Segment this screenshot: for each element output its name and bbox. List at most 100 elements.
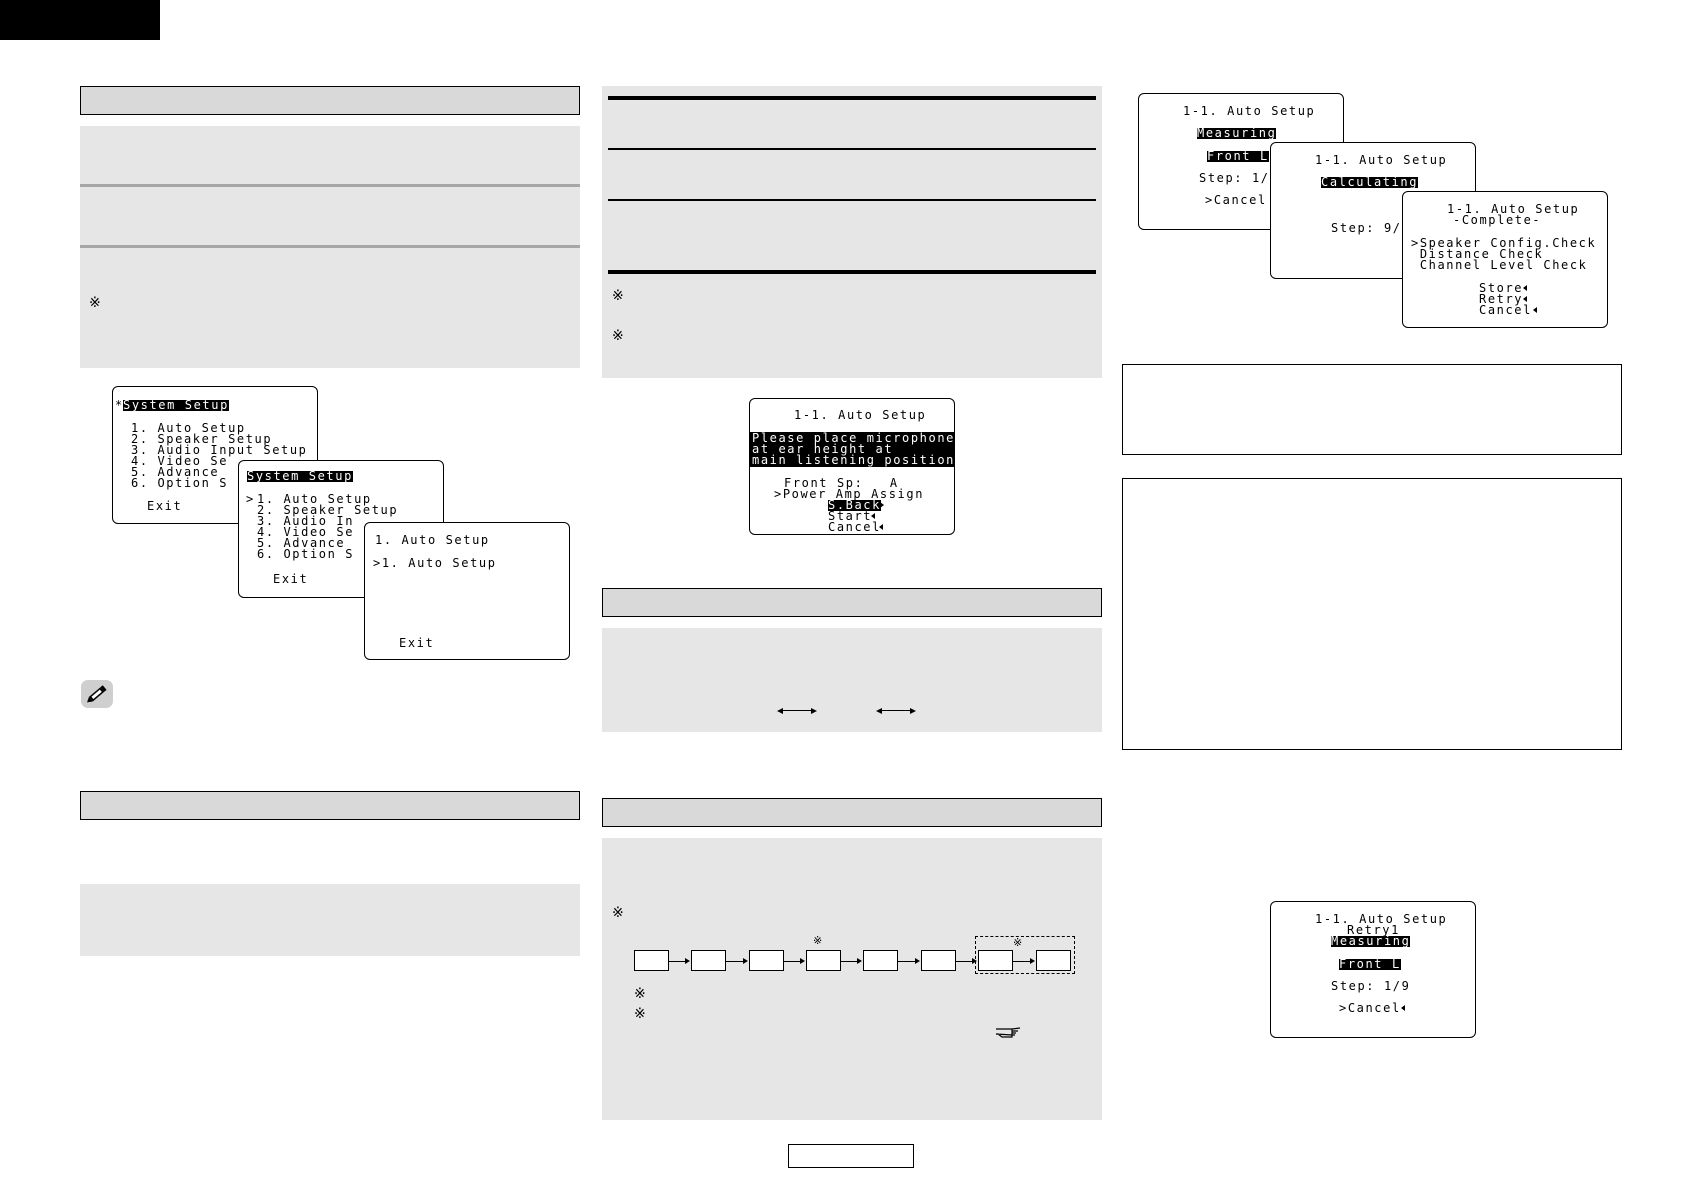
triangle-left-icon xyxy=(1401,1005,1405,1011)
note-mark: ※ xyxy=(813,934,823,947)
osd-retry: Retry xyxy=(1479,292,1524,306)
note-mark: ※ xyxy=(634,986,646,1002)
osd-system-setup-1: * System Setup 1. Auto Setup 2. Speaker … xyxy=(112,386,318,524)
section-header-left-2 xyxy=(80,791,580,820)
section-header-mid-2 xyxy=(602,798,1102,827)
triangle-left-icon xyxy=(1533,307,1537,313)
osd-step: Step: 9/9 xyxy=(1331,221,1411,235)
osd-exit: Exit xyxy=(399,636,435,650)
flow-arrow xyxy=(784,958,806,964)
osd-cursor: > xyxy=(246,492,255,506)
osd-message-line: at ear height at xyxy=(752,442,894,456)
double-arrow-icon xyxy=(876,707,916,715)
flow-step-box xyxy=(749,950,784,971)
note-mark: ※ xyxy=(1013,936,1023,949)
osd-cancel: >Cancel xyxy=(1205,193,1267,207)
osd-cancel: Cancel xyxy=(828,520,881,534)
osd-menu-item: 6. Option S xyxy=(257,547,355,561)
osd-title: System Setup xyxy=(247,469,353,483)
osd-menu-item: Distance Check xyxy=(1411,247,1544,261)
osd-menu-item: >1. Auto Setup xyxy=(373,556,497,570)
note-mark: ※ xyxy=(612,328,624,344)
page-corner-tab xyxy=(0,0,160,40)
osd-front-sp: Front Sp: A xyxy=(784,476,899,490)
instruction-panel-mid-1 xyxy=(602,86,1102,378)
flow-step-box xyxy=(863,950,898,971)
pencil-icon xyxy=(81,680,113,708)
osd-retry: 1-1. Auto Setup Retry1 Measuring Front L… xyxy=(1270,901,1476,1038)
flow-arrow xyxy=(726,958,749,964)
flow-arrow xyxy=(841,958,863,964)
note-mark: ※ xyxy=(612,905,624,921)
osd-menu-item: 3. Audio In xyxy=(257,514,355,528)
triangle-left-icon xyxy=(879,524,883,530)
table-rule xyxy=(608,270,1096,274)
osd-exit: Exit xyxy=(147,499,183,513)
note-mark: ※ xyxy=(634,1006,646,1022)
flow-arrow xyxy=(669,958,691,964)
osd-message-line: main listening position xyxy=(752,453,955,467)
osd-step: Step: 1/9 xyxy=(1199,171,1279,185)
triangle-left-icon xyxy=(1523,285,1527,291)
osd-title: 1. Auto Setup xyxy=(375,533,490,547)
osd-title: 1-1. Auto Setup xyxy=(1315,912,1448,926)
osd-menu-item: 4. Video Se xyxy=(257,525,355,539)
osd-title: 1-1. Auto Setup xyxy=(794,408,927,422)
triangle-left-icon xyxy=(871,513,875,519)
osd-menu-item: 1. Auto Setup xyxy=(257,492,372,506)
page-number-box xyxy=(788,1144,914,1168)
osd-title: 1-1. Auto Setup xyxy=(1315,153,1448,167)
flow-arrow xyxy=(898,958,921,964)
osd-subtitle: -Complete- xyxy=(1453,213,1542,227)
optional-steps-frame xyxy=(975,936,1075,974)
osd-menu-item: 1. Auto Setup xyxy=(131,421,246,435)
triangle-left-icon xyxy=(1523,296,1527,302)
osd-channel: Front L xyxy=(1207,149,1269,163)
osd-menu-item: 2. Speaker Setup xyxy=(257,503,399,517)
osd-subtitle: Retry1 xyxy=(1347,923,1400,937)
osd-power-amp: >Power Amp Assign xyxy=(774,487,925,501)
osd-title: System Setup xyxy=(123,398,229,412)
flow-step-box xyxy=(1036,950,1071,971)
table-rule xyxy=(608,148,1096,150)
note-mark: ※ xyxy=(612,288,624,304)
note-mark: ※ xyxy=(89,295,101,311)
divider xyxy=(80,184,580,187)
table-rule xyxy=(608,199,1096,201)
table-rule xyxy=(608,96,1096,100)
flow-step-box xyxy=(634,950,669,971)
instruction-panel-mid-2 xyxy=(602,628,1102,732)
osd-message-line: Please place microphone xyxy=(752,431,955,445)
flow-step-box xyxy=(921,950,956,971)
info-frame-right-1 xyxy=(1122,364,1622,455)
osd-auto-setup-menu: 1. Auto Setup >1. Auto Setup Exit xyxy=(364,522,570,660)
osd-step: Step: 1/9 xyxy=(1331,979,1411,993)
osd-status: Measuring xyxy=(1331,934,1411,948)
osd-measuring: 1-1. Auto Setup Measuring Front L Step: … xyxy=(1138,93,1344,230)
osd-status: Measuring xyxy=(1197,126,1277,140)
osd-sback: S.Back xyxy=(828,498,881,512)
osd-menu-item: Channel Level Check xyxy=(1411,258,1588,272)
osd-menu-item: 2. Speaker Setup xyxy=(131,432,273,446)
triangle-right-icon xyxy=(880,502,884,508)
info-frame-right-2 xyxy=(1122,478,1622,750)
osd-menu-item: 3. Audio Input Setup xyxy=(131,443,308,457)
osd-menu-item: 5. Advance xyxy=(131,465,220,479)
osd-cancel: >Cancel xyxy=(1339,1001,1401,1015)
osd-exit: Exit xyxy=(273,572,309,586)
divider xyxy=(80,245,580,248)
osd-status: Calculating xyxy=(1321,175,1419,189)
osd-cancel: Cancel xyxy=(1479,303,1532,317)
section-header-left-1 xyxy=(80,86,580,115)
osd-menu-item: 5. Advance xyxy=(257,536,346,550)
osd-store: Store xyxy=(1479,281,1524,295)
osd-complete: 1-1. Auto Setup -Complete- >Speaker Conf… xyxy=(1402,191,1608,328)
osd-menu-item: 6. Option S xyxy=(131,476,229,490)
osd-menu-item: >Speaker Config.Check xyxy=(1411,236,1597,250)
instruction-panel-mid-3 xyxy=(602,838,1102,1120)
flow-step-box xyxy=(978,950,1013,971)
double-arrow-icon xyxy=(777,707,817,715)
flow-arrow xyxy=(956,958,978,964)
osd-title: 1-1. Auto Setup xyxy=(1447,202,1580,216)
osd-channel: Front L xyxy=(1339,957,1401,971)
